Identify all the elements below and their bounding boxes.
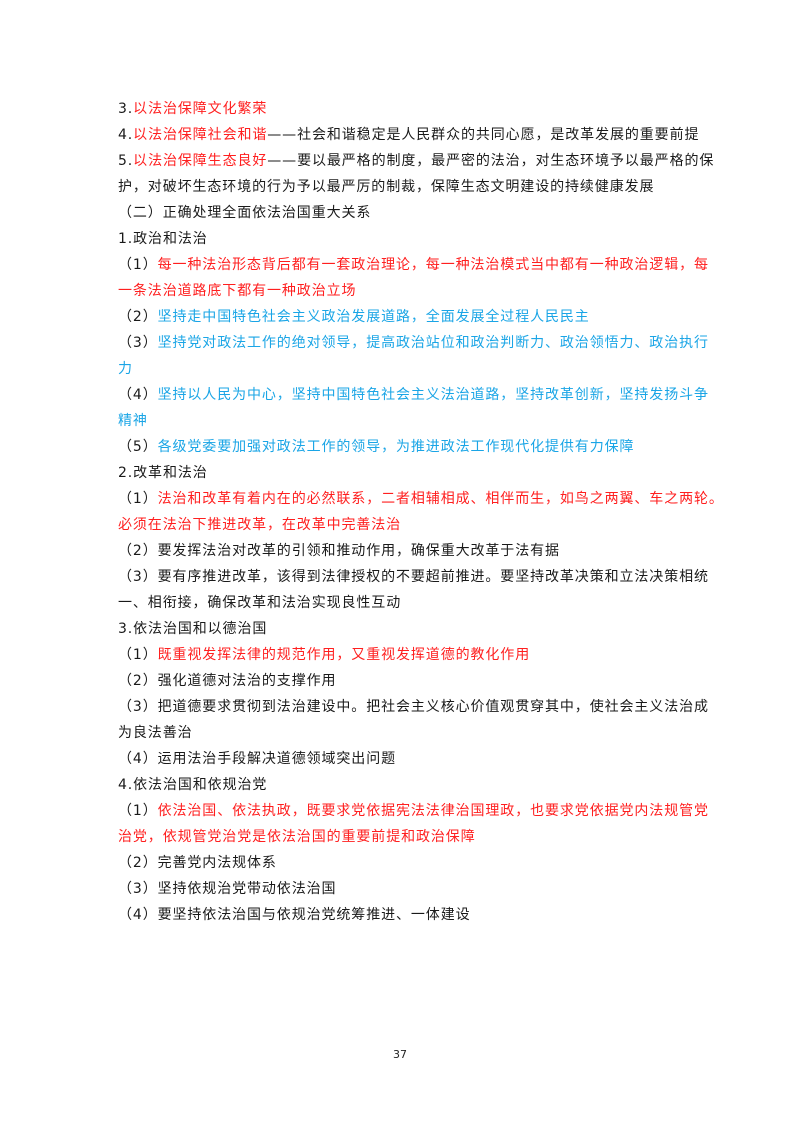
text-run: 一条法治道路底下都有一种政治立场 — [118, 283, 357, 299]
text-run: 2.改革和法治 — [118, 465, 208, 481]
text-line: 力 — [118, 356, 686, 382]
text-line: 精神 — [118, 408, 686, 434]
text-run: 各级党委要加强对政法工作的领导，为推进政法工作现代化提供有力保障 — [157, 439, 635, 455]
text-run: （2）要发挥法治对改革的引领和推动作用，确保重大改革于法有据 — [118, 543, 560, 559]
text-line: （4）坚持以人民为中心，坚持中国特色社会主义法治道路，坚持改革创新，坚持发扬斗争 — [118, 382, 708, 408]
text-run: 力 — [118, 361, 133, 377]
text-run: 1.政治和法治 — [118, 231, 208, 247]
text-line: 治党，依规管党治党是依法治国的重要前提和政治保障 — [118, 824, 686, 850]
text-run: 坚持走中国特色社会主义政治发展道路，全面发展全过程人民民主 — [157, 309, 590, 325]
text-run: 坚持党对政法工作的绝对领导，提高政治站位和政治判断力、政治领悟力、政治执行 — [157, 335, 709, 351]
text-line: （1）既重视发挥法律的规范作用，又重视发挥道德的教化作用 — [118, 642, 686, 668]
text-run: 依法治国、依法执政，既要求党依据宪法法律治国理政，也要求党依据党内法规管党 — [157, 803, 709, 819]
text-line: （2）坚持走中国特色社会主义政治发展道路，全面发展全过程人民民主 — [118, 304, 686, 330]
text-line: （3）要有序推进改革，该得到法律授权的不要超前推进。要坚持改革决策和立法决策相统 — [118, 564, 708, 590]
text-run: 4.依法治国和依规治党 — [118, 777, 268, 793]
text-run: （1） — [118, 491, 158, 507]
text-run: 以法治保障文化繁荣 — [133, 101, 268, 117]
text-line: 护，对破坏生态环境的行为予以最严厉的制裁，保障生态文明建设的持续健康发展 — [118, 174, 686, 200]
text-run: 以法治保障生态良好 — [133, 153, 268, 169]
text-run: （3）要有序推进改革，该得到法律授权的不要超前推进。要坚持改革决策和立法决策相统 — [118, 569, 709, 585]
text-run: （2） — [118, 309, 158, 325]
text-line: 一条法治道路底下都有一种政治立场 — [118, 278, 686, 304]
text-run: （4）要坚持依法治国与依规治党统筹推进、一体建设 — [118, 907, 471, 923]
text-run: （3） — [118, 335, 158, 351]
text-run: （4） — [118, 387, 158, 403]
text-run: 必须在法治下推进改革，在改革中完善法治 — [118, 517, 402, 533]
text-line: 5.以法治保障生态良好——要以最严格的制度，最严密的法治，对生态环境予以最严格的… — [118, 148, 713, 174]
text-line: （1）依法治国、依法执政，既要求党依据宪法法律治国理政，也要求党依据党内法规管党 — [118, 798, 708, 824]
text-line: （4）运用法治手段解决道德领域突出问题 — [118, 746, 686, 772]
text-line: （4）要坚持依法治国与依规治党统筹推进、一体建设 — [118, 902, 686, 928]
text-line: （1）每一种法治形态背后都有一套政治理论，每一种法治模式当中都有一种政治逻辑，每 — [118, 252, 708, 278]
text-run: （2）强化道德对法治的支撑作用 — [118, 673, 337, 689]
text-run: （1） — [118, 257, 158, 273]
text-run: （3）把道德要求贯彻到法治建设中。把社会主义核心价值观贯穿其中，使社会主义法治成 — [118, 699, 709, 715]
text-run: 3. — [118, 101, 134, 117]
text-line: （1）法治和改革有着内在的必然联系，二者相辅相成、相伴而生，如鸟之两翼、车之两轮… — [118, 486, 723, 512]
text-run: 护，对破坏生态环境的行为予以最严厉的制裁，保障生态文明建设的持续健康发展 — [118, 179, 655, 195]
text-line: 一、相衔接，确保改革和法治实现良性互动 — [118, 590, 686, 616]
text-line: （3）坚持党对政法工作的绝对领导，提高政治站位和政治判断力、政治领悟力、政治执行 — [118, 330, 708, 356]
text-run: （3）坚持依规治党带动依法治国 — [118, 881, 337, 897]
text-run: 坚持以人民为中心，坚持中国特色社会主义法治道路，坚持改革创新，坚持发扬斗争 — [157, 387, 709, 403]
text-line: （2）强化道德对法治的支撑作用 — [118, 668, 686, 694]
text-run: 一、相衔接，确保改革和法治实现良性互动 — [118, 595, 402, 611]
text-line: （3）把道德要求贯彻到法治建设中。把社会主义核心价值观贯穿其中，使社会主义法治成 — [118, 694, 708, 720]
text-line: 3.以法治保障文化繁荣 — [118, 96, 686, 122]
text-line: 2.改革和法治 — [118, 460, 686, 486]
text-run: 3.依法治国和以德治国 — [118, 621, 268, 637]
text-line: （2）要发挥法治对改革的引领和推动作用，确保重大改革于法有据 — [118, 538, 686, 564]
text-run: （5） — [118, 439, 158, 455]
text-line: 1.政治和法治 — [118, 226, 686, 252]
text-run: 5. — [118, 153, 134, 169]
page-number: 37 — [393, 1048, 407, 1061]
text-run: （1） — [118, 647, 158, 663]
text-line: （二）正确处理全面依法治国重大关系 — [118, 200, 686, 226]
text-run: （2）完善党内法规体系 — [118, 855, 277, 871]
text-line: （5）各级党委要加强对政法工作的领导，为推进政法工作现代化提供有力保障 — [118, 434, 686, 460]
text-line: 4.依法治国和依规治党 — [118, 772, 686, 798]
text-run: （二）正确处理全面依法治国重大关系 — [118, 205, 372, 221]
text-line: 必须在法治下推进改革，在改革中完善法治 — [118, 512, 686, 538]
text-line: 为良法善治 — [118, 720, 686, 746]
text-run: 精神 — [118, 413, 148, 429]
text-run: 治党，依规管党治党是依法治国的重要前提和政治保障 — [118, 829, 476, 845]
text-run: ——社会和谐稳定是人民群众的共同心愿，是改革发展的重要前提 — [267, 127, 700, 143]
text-run: 既重视发挥法律的规范作用，又重视发挥道德的教化作用 — [157, 647, 531, 663]
text-run: ——要以最严格的制度，最严密的法治，对生态环境予以最严格的保 — [267, 153, 715, 169]
text-run: （1） — [118, 803, 158, 819]
text-run: （4）运用法治手段解决道德领域突出问题 — [118, 751, 397, 767]
text-run: 以法治保障社会和谐 — [133, 127, 268, 143]
text-line: 3.依法治国和以德治国 — [118, 616, 686, 642]
text-run: 每一种法治形态背后都有一套政治理论，每一种法治模式当中都有一种政治逻辑，每 — [157, 257, 709, 273]
text-line: （2）完善党内法规体系 — [118, 850, 686, 876]
text-run: 为良法善治 — [118, 725, 193, 741]
text-run: 4. — [118, 127, 134, 143]
text-run: 法治和改革有着内在的必然联系，二者相辅相成、相伴而生，如鸟之两翼、车之两轮。 — [157, 491, 724, 507]
text-line: （3）坚持依规治党带动依法治国 — [118, 876, 686, 902]
text-line: 4.以法治保障社会和谐——社会和谐稳定是人民群众的共同心愿，是改革发展的重要前提 — [118, 122, 698, 148]
